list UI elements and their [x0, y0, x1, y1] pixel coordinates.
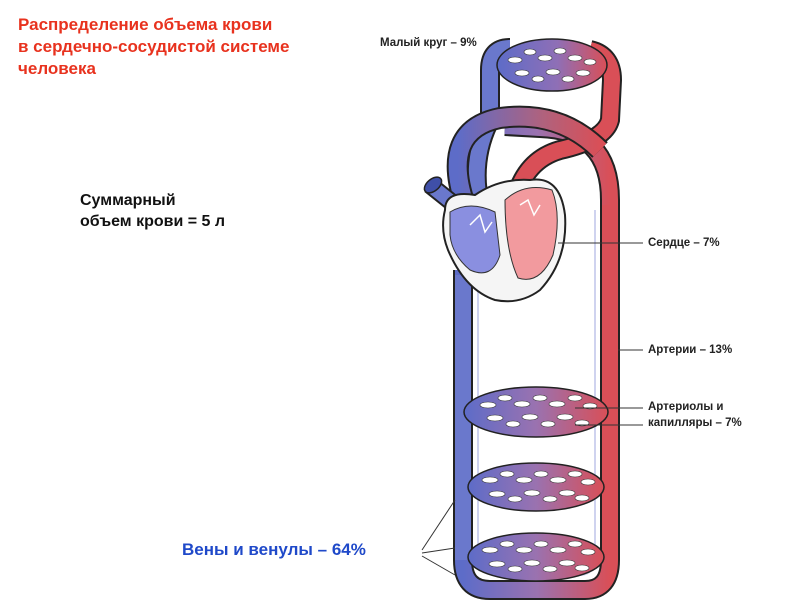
- left-ventricle: [504, 187, 558, 280]
- title-line-2: в сердечно-сосудистой системе: [18, 37, 290, 56]
- arterioles-label-line-1: Артериолы и: [648, 401, 724, 413]
- pointer-lines: [421, 242, 643, 576]
- arterioles-label-line-2: капилляры – 7%: [648, 417, 742, 429]
- title-line-1: Распределение объема крови: [18, 15, 273, 34]
- arteries-label: Артерии – 13%: [648, 344, 733, 356]
- total-line-2: объем крови = 5 л: [80, 213, 226, 230]
- veins-pointer-2: [421, 547, 456, 554]
- aortic-arch: [446, 105, 608, 209]
- veins-pointer-3: [421, 555, 456, 576]
- pulmonary-label: Малый круг – 9%: [380, 37, 477, 49]
- total-line-1: Суммарный: [80, 192, 176, 209]
- right-ventricle: [449, 205, 501, 274]
- veins-pointer-1: [421, 499, 456, 551]
- capillary-bed-3: [467, 532, 605, 582]
- veins-label: Вены и венулы – 64%: [182, 540, 366, 559]
- capillary-bed-2: [467, 462, 605, 512]
- title-line-3: человека: [18, 59, 96, 78]
- heart-label: Сердце – 7%: [648, 237, 720, 249]
- heart: [442, 178, 567, 303]
- total-volume-text: Суммарный объем крови = 5 л: [80, 190, 320, 232]
- diagram-title: Распределение объема крови в сердечно-со…: [18, 14, 378, 80]
- capillary-bed-1: [463, 386, 609, 438]
